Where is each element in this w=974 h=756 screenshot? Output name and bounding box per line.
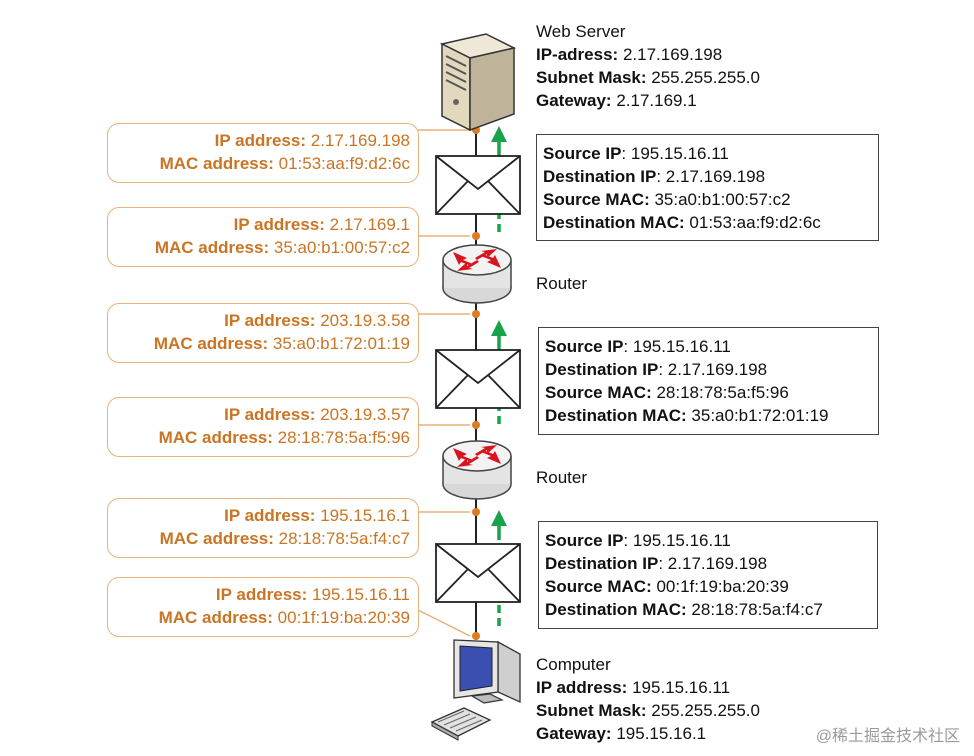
computer-icon [430,639,521,741]
server-title: Web Server [536,22,626,41]
computer-gateway: Gateway: 195.15.16.1 [536,724,707,743]
server-mask: Subnet Mask: 255.255.255.0 [536,68,760,87]
green-arrow-icon [491,126,507,232]
interface-box: IP address: 195.15.16.11 MAC address: 00… [107,577,419,637]
packet-header-box: Source IP: 195.15.16.11 Destination IP: … [538,521,878,629]
router-icon [442,440,512,500]
watermark: @稀土掘金技术社区 [815,728,960,745]
router-label: Router [536,468,588,487]
interface-box: IP address: 195.15.16.1 MAC address: 28:… [107,498,419,558]
interface-dot [472,232,480,240]
router-label: Router [536,274,588,293]
computer-mask: Subnet Mask: 255.255.255.0 [536,701,760,720]
interface-dot [472,632,480,640]
packet-header-box: Source IP: 195.15.16.11 Destination IP: … [536,134,879,241]
interface-dot [472,508,480,516]
envelope-icon [435,349,521,409]
envelope-icon [435,543,521,603]
packet-header-box: Source IP: 195.15.16.11 Destination IP: … [538,327,879,435]
computer-ip: IP address: 195.15.16.11 [536,678,731,697]
server-ip: IP-adress: 2.17.169.198 [536,45,723,64]
green-arrow-icon [491,510,507,626]
interface-dot [472,421,480,429]
server-icon [439,33,517,132]
envelope-icon [435,155,521,215]
computer-title: Computer [536,655,611,674]
server-gateway: Gateway: 2.17.169.1 [536,91,697,110]
interface-box: IP address: 2.17.169.198 MAC address: 01… [107,123,419,183]
interface-box: IP address: 203.19.3.58 MAC address: 35:… [107,303,419,363]
interface-dot [472,310,480,318]
router-icon [442,244,512,304]
interface-box: IP address: 203.19.3.57 MAC address: 28:… [107,397,419,457]
interface-box: IP address: 2.17.169.1 MAC address: 35:a… [107,207,419,267]
